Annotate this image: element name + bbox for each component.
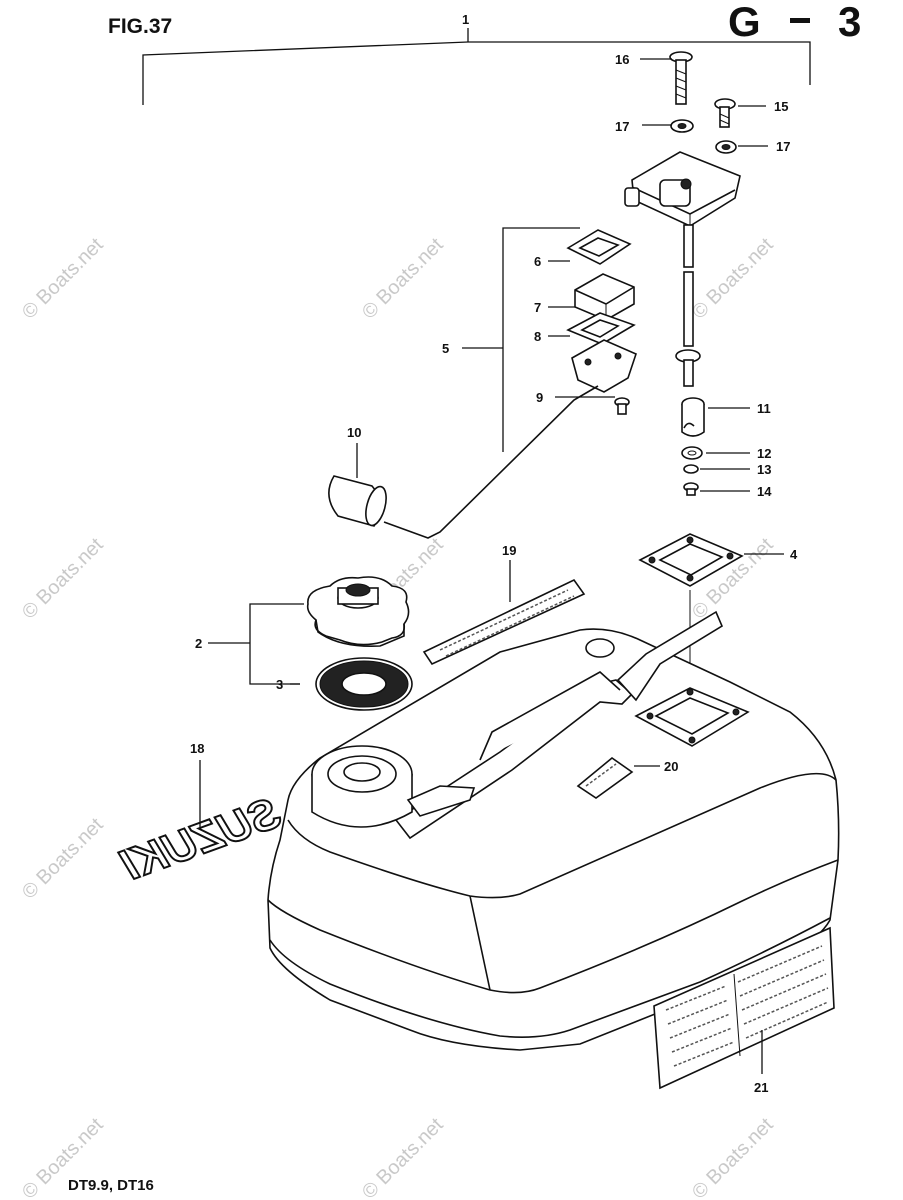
part-3-cap-gasket [315,657,413,711]
callout-13: 13 [757,462,771,477]
callout-4: 4 [790,547,798,562]
assembly-bracket-2 [249,603,304,685]
part-6-gasket [566,229,632,265]
group-code-dash [790,18,810,23]
part-13-washer [683,464,699,474]
callout-2: 2 [195,636,202,651]
part-18-emblem: SUZUKI [114,787,287,891]
emblem-wordmark: SUZUKI [115,788,286,890]
group-code-letter: G [728,0,761,45]
callout-21: 21 [754,1080,768,1095]
callout-10: 10 [347,425,361,440]
figure-label: FIG.37 [108,15,172,38]
callout-17-left: 17 [615,119,629,134]
assembly-bracket-1 [142,28,811,105]
group-code-number: 3 [838,0,861,45]
part-10-float [328,475,387,527]
callout-20: 20 [664,759,678,774]
part-17-washer-right [715,140,737,154]
float-arm [383,385,599,539]
callout-1: 1 [462,12,469,27]
part-4-gauge-gasket [638,533,744,587]
fuel-tank-body [267,610,840,1051]
callout-11: 11 [757,401,771,416]
part-11-bushing [681,397,705,437]
part-15-screw [714,98,736,128]
part-14-screw [683,482,699,496]
part-5-float-plate [571,339,637,393]
part-8-gasket [566,312,636,345]
part-16-bolt [669,51,693,105]
part-9-screw [614,397,630,415]
part-2-fuel-cap [306,576,410,648]
callout-19: 19 [502,543,516,558]
callout-3: 3 [276,677,283,692]
callout-16: 16 [615,52,629,67]
callout-labels: 1 2 3 4 5 6 7 8 9 10 11 12 13 14 15 16 1… [190,12,798,1095]
watermark-text: © Boats.net [18,814,108,904]
part-21-warning-decal [653,926,835,1090]
callout-9: 9 [536,390,543,405]
callout-18: 18 [190,741,204,756]
assembly-bracket-5 [502,227,580,452]
part-17-washer-left [670,119,694,133]
watermark-text: © Boats.net [358,1114,448,1200]
callout-14: 14 [757,484,772,499]
callout-12: 12 [757,446,771,461]
watermark-text: © Boats.net [688,1114,778,1200]
callout-8: 8 [534,329,541,344]
watermark-text: © Boats.net [358,234,448,324]
leader-lines [199,58,784,1074]
callout-15: 15 [774,99,788,114]
model-list: DT9.9, DT16 [68,1177,154,1194]
part-7-cover [574,273,635,321]
fuel-gauge-assembly [624,151,741,387]
watermark-text: © Boats.net [688,234,778,324]
watermark-text: © Boats.net [18,534,108,624]
watermark-text: © Boats.net [18,234,108,324]
part-19-decal [422,578,586,666]
callout-7: 7 [534,300,541,315]
part-12-washer [681,446,703,460]
callout-17-right: 17 [776,139,790,154]
callout-6: 6 [534,254,541,269]
callout-5: 5 [442,341,449,356]
